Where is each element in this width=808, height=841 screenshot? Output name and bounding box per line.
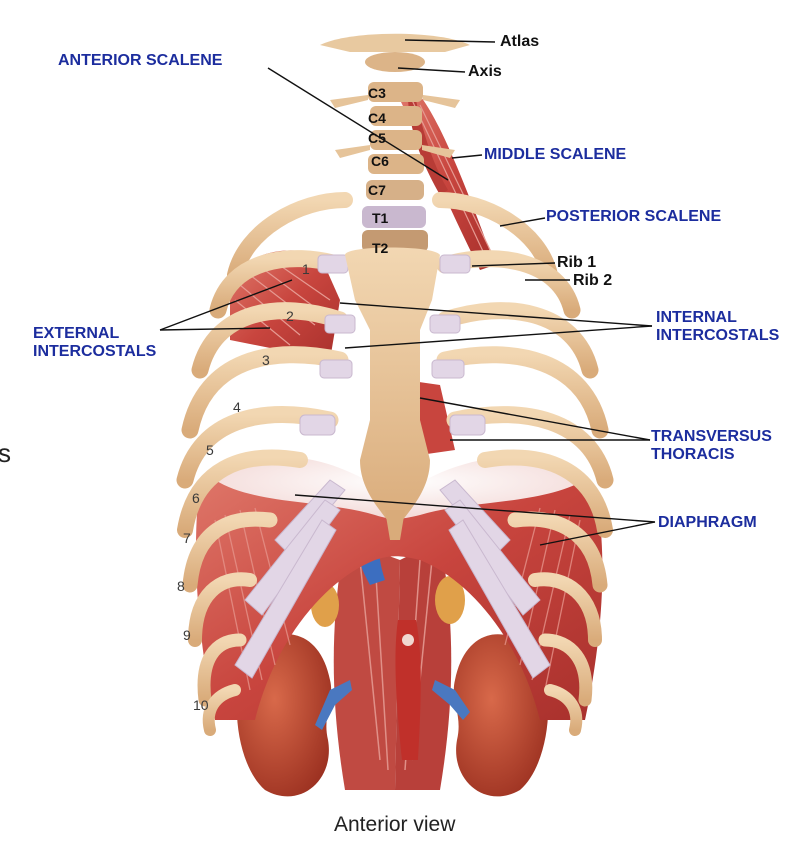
rib-number-7: 7 [183,530,191,546]
external-intercostals-line2: INTERCOSTALS [33,342,157,360]
cervical-spine [320,33,470,252]
middle-scalene-label: MIDDLE SCALENE [484,146,627,163]
rib-number-5: 5 [206,442,214,458]
c7-label: C7 [368,182,386,198]
atlas-label: Atlas [500,33,540,50]
rib1-label: Rib 1 [557,254,597,271]
external-intercostals-label: EXTERNAL INTERCOSTALS [33,325,156,361]
figure-caption: Anterior view [334,813,456,836]
transversus-thoracis-label: TRANSVERSUS THORACIS [651,428,772,464]
c3-label: C3 [368,85,386,101]
rib2-label: Rib 2 [573,272,613,289]
c5-label: C5 [368,130,386,146]
left-edge-fragment: s [0,438,11,468]
t1-label: T1 [372,210,389,226]
rib-number-10: 10 [193,697,209,713]
diaphragm-label: DIAPHRAGM [658,514,757,531]
transversus-thoracis-line2: THORACIS [651,445,735,463]
internal-intercostals-label: INTERNAL INTERCOSTALS [656,309,779,345]
t2-label: T2 [372,240,389,256]
rib-number-3: 3 [262,352,270,368]
external-intercostals-line1: EXTERNAL [33,325,120,342]
c4-label: C4 [368,110,386,126]
rib-number-8: 8 [177,578,185,594]
transversus-thoracis-line1: TRANSVERSUS [651,428,772,445]
rib-number-4: 4 [233,399,241,415]
internal-intercostals-line2: INTERCOSTALS [656,326,780,344]
c6-label: C6 [371,153,389,169]
posterior-scalene-label: POSTERIOR SCALENE [546,208,722,225]
rib-number-1: 1 [302,261,310,277]
rib-number-9: 9 [183,627,191,643]
costal-cartilages [234,254,551,679]
axis-label: Axis [468,63,502,80]
rib-number-2: 2 [286,308,294,324]
rib-number-6: 6 [192,490,200,506]
sternum [345,247,440,540]
internal-intercostals-line1: INTERNAL [656,309,737,326]
anterior-scalene-label: ANTERIOR SCALENE [58,52,223,69]
